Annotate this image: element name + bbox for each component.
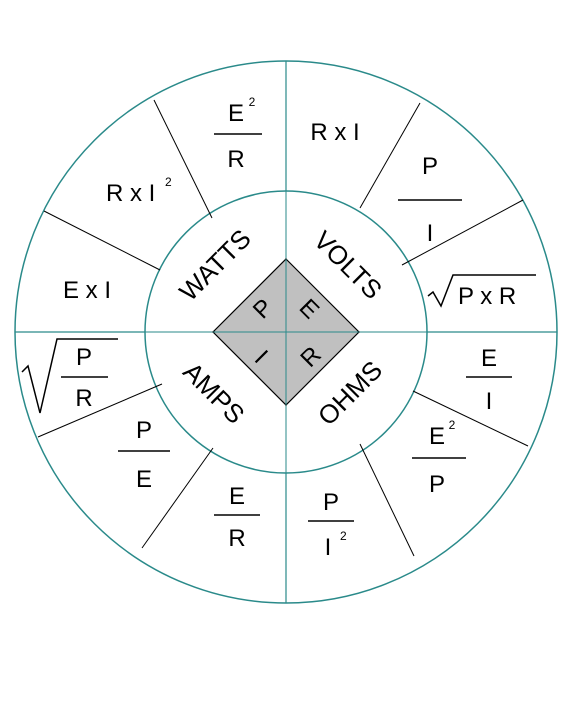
radicand: P x R — [458, 283, 516, 310]
sector-dividers — [37, 99, 529, 557]
exponent: 2 — [340, 529, 347, 543]
sector-divider — [37, 383, 163, 438]
formula-e-x-i: E x I — [63, 277, 111, 304]
formula-r-x-i: R x I — [310, 119, 359, 146]
numerator: E — [229, 483, 245, 510]
formula-p-over-i: P I — [398, 153, 462, 247]
numerator: E — [481, 345, 497, 372]
sector-divider — [153, 99, 213, 219]
sqrt-icon — [427, 274, 536, 308]
exponent: 2 — [249, 95, 256, 109]
quadrant-label-amps: AMPS — [177, 356, 250, 429]
numerator: P — [136, 417, 152, 444]
sector-divider — [141, 447, 214, 549]
denominator: I — [325, 534, 332, 561]
numerator: P — [323, 489, 339, 516]
formula-p-over-e: P E — [118, 417, 170, 493]
formula-sqrt-p-x-r: P x R — [427, 274, 536, 310]
formula-text: R x I — [106, 180, 155, 207]
sector-divider — [412, 390, 529, 447]
quadrant-label-watts: WATTS — [173, 223, 257, 307]
denominator: R — [75, 385, 92, 412]
numerator: P — [76, 344, 92, 371]
numerator: E — [228, 100, 244, 127]
formula-e2-over-p: E 2 P — [412, 418, 466, 498]
denominator: R — [228, 525, 245, 552]
exponent: 2 — [449, 418, 456, 432]
formula-r-x-i2: R x I 2 — [106, 175, 172, 207]
formula-e-over-i: E I — [466, 345, 512, 415]
formula-e2-over-r: E 2 R — [214, 95, 262, 173]
sqrt-icon — [21, 338, 118, 414]
formula-e-over-r: E R — [214, 483, 260, 552]
numerator: P — [422, 153, 438, 180]
denominator: I — [486, 388, 493, 415]
sector-divider — [401, 199, 524, 266]
denominator: P — [429, 471, 445, 498]
numerator: E — [429, 423, 445, 450]
sector-divider — [359, 102, 421, 209]
sector-divider — [43, 210, 161, 271]
denominator: I — [427, 220, 434, 247]
formula-p-over-i2: P I 2 — [308, 489, 354, 561]
exponent: 2 — [165, 175, 172, 189]
sector-divider — [359, 443, 415, 557]
denominator: E — [136, 466, 152, 493]
formula-sqrt-p-over-r: P R — [21, 338, 118, 414]
denominator: R — [227, 146, 244, 173]
